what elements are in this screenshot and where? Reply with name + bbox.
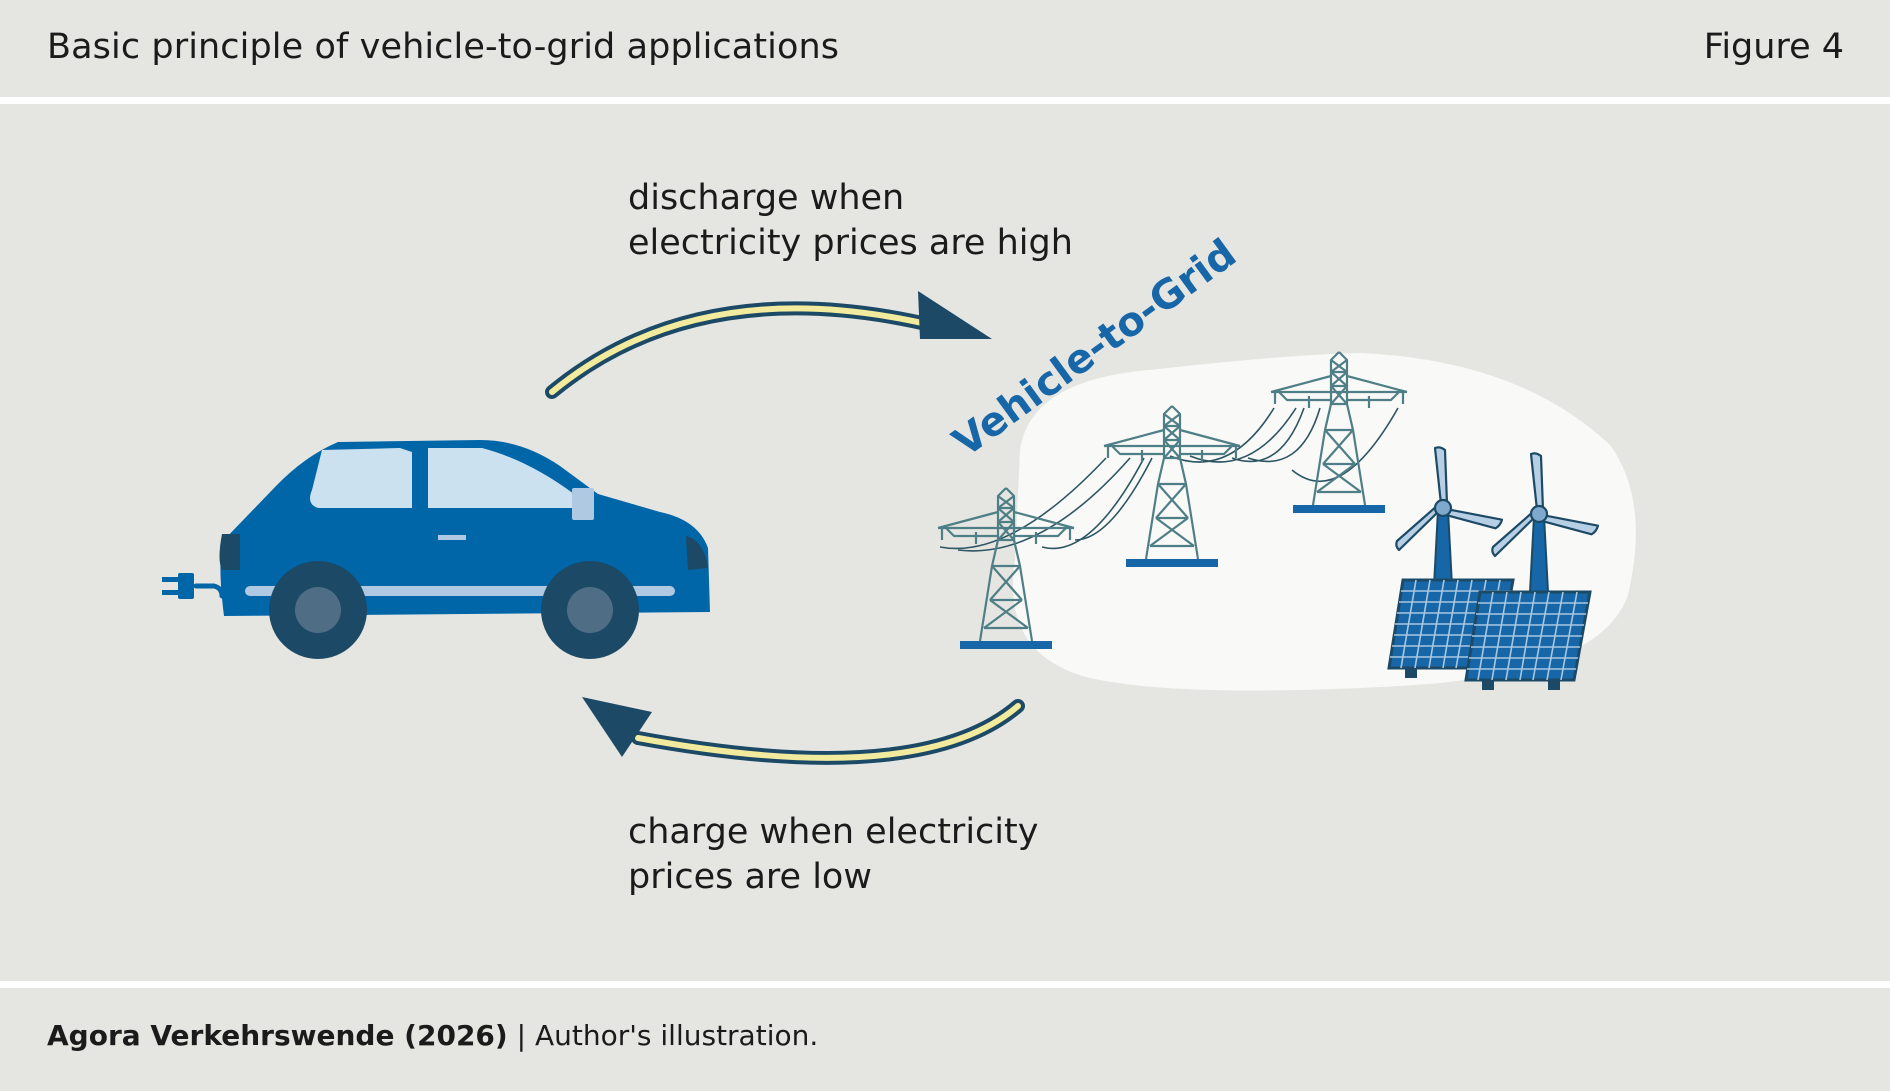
charge-label-line2: prices are low [628, 857, 872, 897]
diagram-canvas: discharge when electricity prices are hi… [162, 178, 1636, 897]
discharge-label-line1: discharge when [628, 178, 904, 218]
charge-label-line1: charge when electricity [628, 812, 1038, 852]
plug-icon [162, 573, 225, 599]
source-note: Author's illustration. [534, 1019, 819, 1052]
car-icon [219, 440, 710, 659]
page-title: Basic principle of vehicle-to-grid appli… [47, 27, 840, 67]
footer-divider [0, 981, 1890, 988]
figure-label: Figure 4 [1703, 27, 1844, 67]
header-divider [0, 97, 1890, 104]
arrow-right-icon [545, 291, 992, 399]
power-lines [939, 407, 1399, 552]
v2g-diagram: discharge when electricity prices are hi… [0, 104, 1890, 981]
footer-separator: | [507, 1019, 535, 1052]
footer: Agora Verkehrswende (2026) | Author's il… [47, 1019, 818, 1052]
solar-panel-icon [1464, 590, 1592, 692]
discharge-label-line2: electricity prices are high [628, 223, 1073, 263]
arrow-left-icon [582, 697, 1025, 765]
source-credit: Agora Verkehrswende (2026) [47, 1019, 508, 1052]
header: Basic principle of vehicle-to-grid appli… [0, 0, 1890, 96]
